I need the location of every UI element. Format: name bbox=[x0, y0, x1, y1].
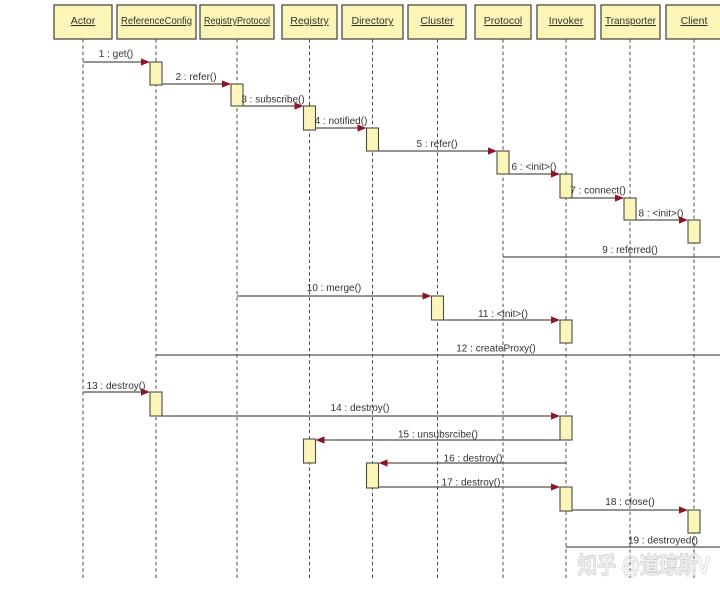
lifeline-label-actor: Actor bbox=[71, 15, 96, 27]
message-14: 14 : destroy() bbox=[162, 403, 560, 420]
lifeline-label-cluster: Cluster bbox=[420, 15, 454, 27]
arrowhead-icon bbox=[357, 124, 367, 132]
message-8: 8 : <init>() bbox=[636, 209, 688, 224]
lifeline-box-transporter bbox=[600, 4, 661, 40]
activation-bar-invoker-11 bbox=[559, 415, 573, 441]
lifeline-label-transporter: Transporter bbox=[605, 15, 656, 27]
arrowhead-icon bbox=[551, 316, 560, 324]
lifeline-box-directory bbox=[341, 4, 404, 40]
activation-bar-registry-12 bbox=[302, 438, 317, 464]
arrowhead-icon bbox=[615, 194, 624, 202]
message-5: 5 : refer() bbox=[378, 139, 497, 155]
activation-bar-invoker-9 bbox=[559, 319, 573, 344]
message-label-15: 15 : unsubsrcibe() bbox=[398, 430, 478, 441]
message-19: 19 : destroyed() bbox=[566, 536, 720, 548]
lifeline-box-invoker bbox=[536, 4, 596, 40]
activation-bar-transporter-6 bbox=[623, 197, 637, 221]
message-1: 1 : get() bbox=[83, 49, 150, 66]
message-label-11: 11 : <init>() bbox=[478, 309, 528, 320]
message-label-18: 18 : close() bbox=[605, 497, 654, 508]
message-label-16: 16 : destroy() bbox=[444, 454, 503, 465]
message-3: 3 : subscribe() bbox=[241, 95, 305, 110]
activations-group bbox=[149, 61, 701, 534]
message-6: 6 : <init>() bbox=[509, 162, 560, 178]
lifeline-label-registryprotocol: RegistryProtocol bbox=[204, 15, 270, 27]
message-label-7: 7 : connect() bbox=[570, 186, 626, 197]
message-11: 11 : <init>() bbox=[443, 309, 560, 324]
message-4: 4 : notified() bbox=[315, 116, 368, 132]
message-label-8: 8 : <init>() bbox=[638, 209, 683, 220]
arrowhead-icon bbox=[141, 388, 150, 396]
arrowhead-icon bbox=[488, 147, 497, 155]
message-10: 10 : merge() bbox=[237, 283, 432, 300]
lifeline-box-protocol bbox=[474, 4, 532, 40]
message-2: 2 : refer() bbox=[162, 72, 231, 88]
message-label-1: 1 : get() bbox=[99, 49, 133, 60]
lifeline-label-invoker: Invoker bbox=[549, 15, 584, 27]
message-label-13: 13 : destroy() bbox=[87, 381, 146, 392]
arrowhead-icon bbox=[679, 216, 688, 224]
activation-bar-protocol-4 bbox=[496, 150, 510, 175]
message-label-3: 3 : subscribe() bbox=[241, 95, 304, 106]
messages-group: 1 : get() 2 : refer() 3 : subscribe() 4 : n… bbox=[83, 49, 720, 548]
lifeline-label-registry: Registry bbox=[290, 15, 329, 27]
arrowhead-icon bbox=[294, 102, 304, 110]
message-16: 16 : destroy() bbox=[378, 454, 566, 467]
activation-bar-invoker-14 bbox=[559, 486, 573, 512]
message-label-12: 12 : createProxy() bbox=[456, 344, 535, 355]
arrowhead-icon bbox=[551, 412, 560, 420]
activation-bar-invoker-5 bbox=[559, 173, 573, 199]
message-label-19: 19 : destroyed() bbox=[628, 536, 698, 547]
arrowhead-icon bbox=[551, 483, 560, 491]
lifeline-box-registryprotocol bbox=[199, 4, 275, 40]
activation-bar-registryprotocol-1 bbox=[230, 83, 244, 107]
arrowhead-icon bbox=[551, 170, 560, 178]
message-18: 18 : close() bbox=[571, 497, 688, 514]
lifeline-label-protocol: Protocol bbox=[484, 15, 523, 27]
lifeline-label-directory: Directory bbox=[351, 15, 394, 27]
message-12: 12 : createProxy() bbox=[156, 344, 720, 356]
activation-bar-cluster-8 bbox=[430, 295, 445, 321]
message-label-2: 2 : refer() bbox=[175, 72, 216, 83]
message-label-17: 17 : destroy() bbox=[442, 478, 501, 489]
activation-bar-directory-13 bbox=[365, 462, 380, 489]
lifeline-box-actor bbox=[53, 4, 113, 40]
arrowhead-icon bbox=[315, 436, 325, 444]
arrowhead-icon bbox=[422, 292, 432, 300]
message-13: 13 : destroy() bbox=[83, 381, 150, 396]
lifeline-box-client bbox=[665, 4, 720, 40]
arrowhead-icon bbox=[222, 80, 231, 88]
activation-bar-client-7 bbox=[687, 219, 701, 244]
arrowhead-icon bbox=[141, 58, 150, 66]
activation-bar-referenceconfig-10 bbox=[149, 391, 163, 417]
arrowhead-icon bbox=[378, 459, 388, 467]
message-17: 17 : destroy() bbox=[378, 478, 560, 491]
message-label-5: 5 : refer() bbox=[416, 139, 457, 150]
lifeline-box-referenceconfig bbox=[116, 4, 197, 40]
lifeline-label-referenceconfig: ReferenceConfig bbox=[121, 15, 192, 27]
activation-bar-directory-3 bbox=[365, 127, 380, 152]
lifeline-box-registry bbox=[281, 4, 338, 40]
activation-bar-registry-2 bbox=[302, 105, 317, 131]
message-label-6: 6 : <init>() bbox=[511, 162, 556, 173]
lifeline-box-cluster bbox=[407, 4, 467, 40]
message-label-14: 14 : destroy() bbox=[331, 403, 390, 414]
activation-bar-referenceconfig-0 bbox=[149, 61, 163, 86]
arrowhead-icon bbox=[679, 506, 688, 514]
message-label-4: 4 : notified() bbox=[315, 116, 368, 127]
lifeline-label-client: Client bbox=[681, 15, 708, 27]
message-9: 9 : referred() bbox=[503, 245, 720, 258]
message-7: 7 : connect() bbox=[570, 186, 626, 202]
message-label-9: 9 : referred() bbox=[602, 245, 658, 256]
watermark: 知乎 @道琼斯V bbox=[578, 552, 711, 578]
message-label-10: 10 : merge() bbox=[307, 283, 361, 294]
activation-bar-client-15 bbox=[687, 509, 701, 534]
message-15: 15 : unsubsrcibe() bbox=[315, 430, 560, 444]
